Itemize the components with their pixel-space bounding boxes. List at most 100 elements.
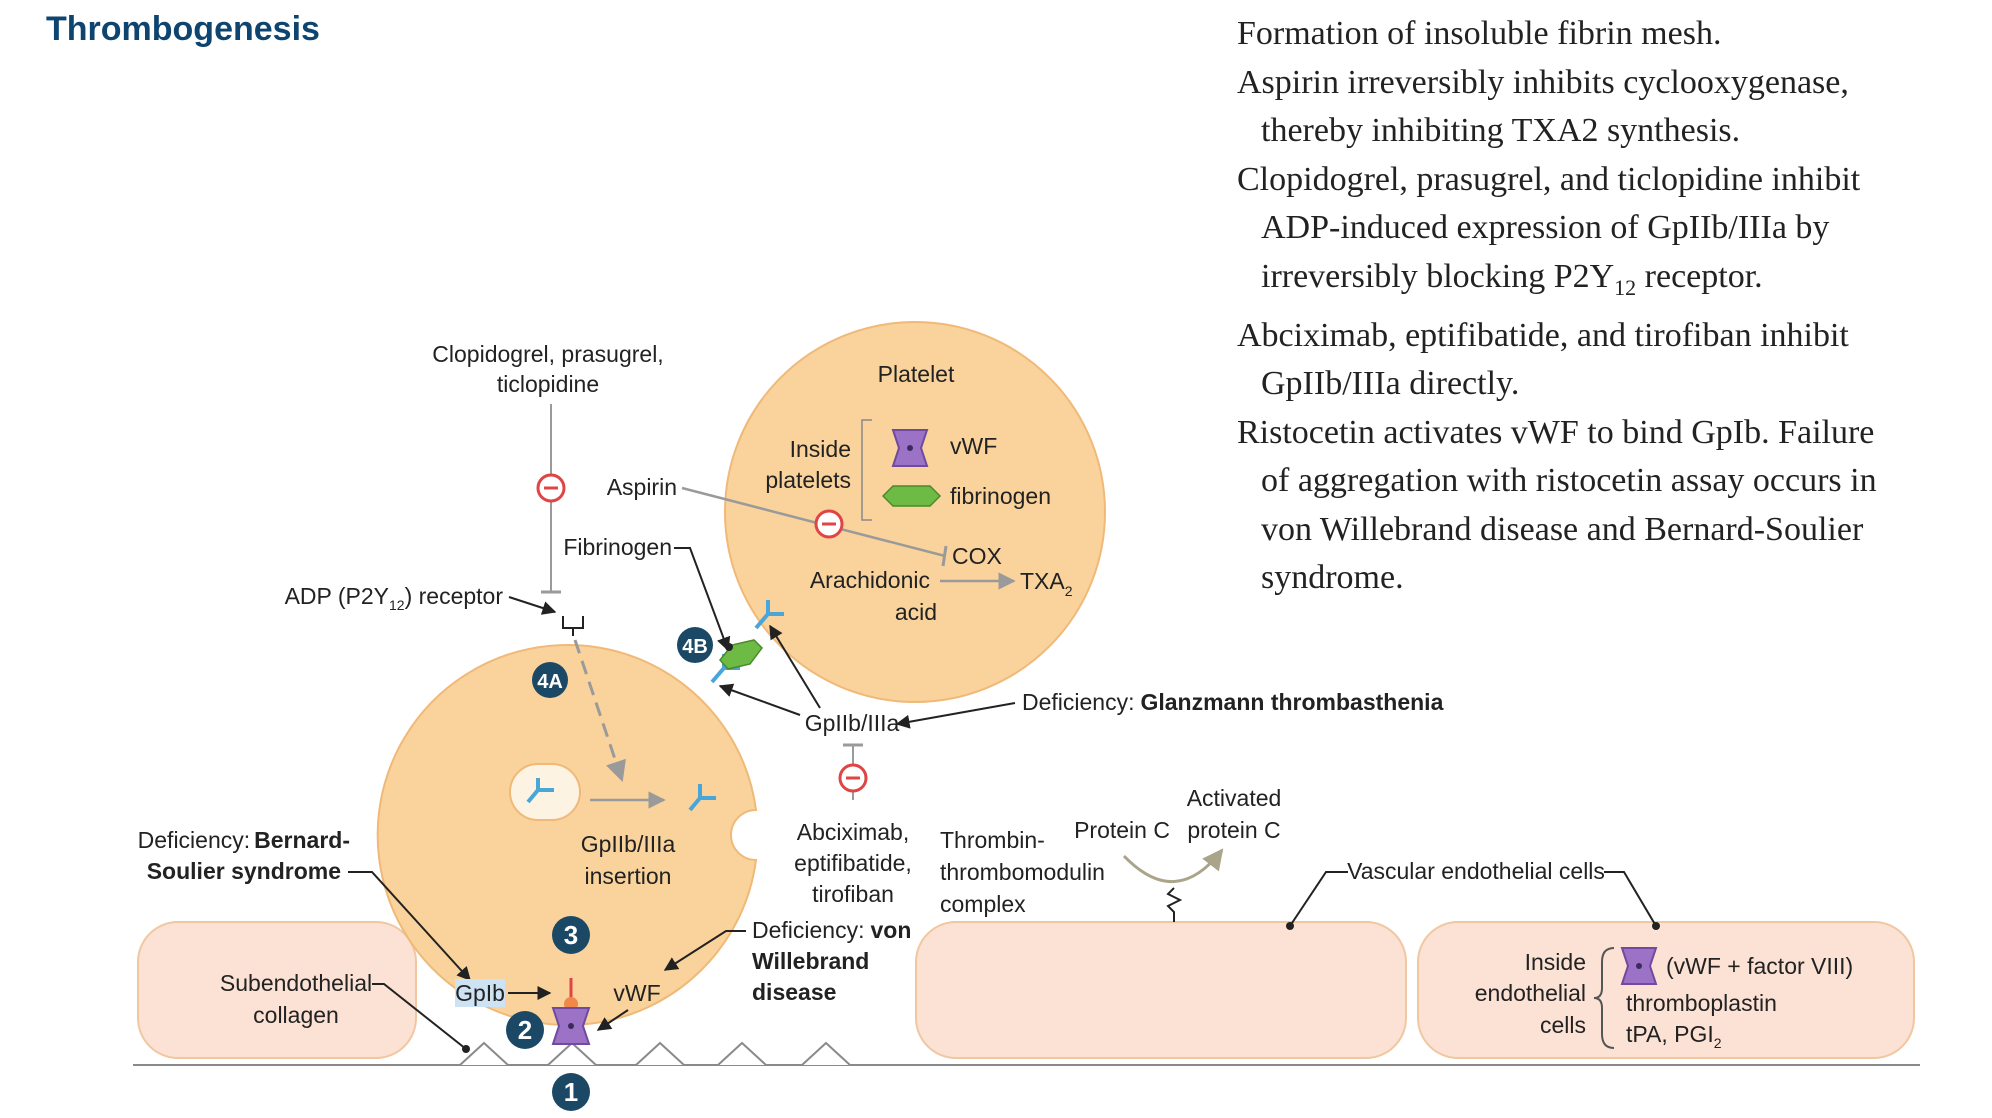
- step-badge-3-label: 3: [564, 920, 578, 950]
- endothelial-cell-right: [1417, 921, 1915, 1059]
- thrombin-label: Thrombin-: [940, 827, 1045, 853]
- tpa-pgi-label: tPA, PGI2: [1626, 1021, 1722, 1051]
- adp-pointer: [508, 596, 557, 615]
- step-badge-4a: [532, 662, 568, 698]
- inhibit-icon: [536, 473, 566, 503]
- activated-protein-c-label: protein C: [1187, 817, 1280, 843]
- arachidonic-label: acid: [895, 599, 937, 625]
- vwf-icon: [891, 429, 929, 467]
- glanzmann-label: Glanzmann thrombasthenia: [1140, 689, 1443, 715]
- tpa-subscript: 2: [1714, 1035, 1722, 1051]
- inside-endothelial-label: Inside: [1525, 949, 1586, 975]
- thrombomodulin-icon: [1166, 887, 1183, 922]
- note-line: thereby inhibiting TXA2 synthesis.: [1261, 112, 1741, 149]
- vwf-icon: [551, 1007, 591, 1045]
- subendothelial-collagen-cell: [137, 921, 417, 1059]
- step-badge-1: [552, 1073, 590, 1111]
- step-badge-2-label: 2: [518, 1015, 532, 1045]
- abciximab-label: tirofiban: [812, 881, 894, 907]
- note-line: syndrome.: [1261, 559, 1404, 597]
- note-line: irreversibly blocking P2Y12 receptor.: [1237, 253, 1967, 312]
- note-text: receptor.: [1636, 257, 1763, 295]
- collagen-triangle: [547, 1041, 597, 1066]
- activated-protein-c-label: Activated: [1187, 785, 1282, 811]
- txa2-subscript: 2: [1065, 583, 1073, 599]
- collagen-triangle: [635, 1041, 685, 1066]
- vwd-deficiency: Deficiency:von: [752, 917, 911, 943]
- adp-text: ADP (P2Y: [285, 583, 389, 609]
- subendothelial-label: Subendothelial: [220, 970, 372, 996]
- fibrinogen-label: Fibrinogen: [563, 534, 672, 560]
- bernard-soulier-label: Deficiency:Bernard-: [138, 827, 350, 853]
- activated-platelet-cell: [376, 644, 758, 1026]
- note-line: Formation of insoluble fibrin mesh.: [1237, 15, 1722, 52]
- gpiib-to-4b-arrow: [718, 683, 801, 716]
- note-line: GpIIb/IIIa directly.: [1261, 365, 1520, 403]
- insertion-label: insertion: [585, 863, 672, 889]
- txa2-text: TXA: [1020, 568, 1065, 594]
- deficiency-prefix: Deficiency:: [138, 827, 250, 853]
- clopidogrel-label: ticlopidine: [497, 371, 599, 397]
- insertion-label: GpIIb/IIIa: [581, 831, 676, 857]
- gpiib-iiia-label: GpIIb/IIIa: [805, 710, 900, 736]
- vwd-name: Willebrand: [752, 948, 869, 974]
- vwf-label: vWF: [613, 980, 660, 1006]
- platelet-cell: [724, 321, 1106, 703]
- aspirin-inhibit-bar: [941, 545, 948, 567]
- abciximab-label: Abciximab,: [797, 819, 909, 845]
- vwf-inner-label: vWF: [950, 433, 997, 459]
- deficiency-prefix: Deficiency:: [1022, 689, 1134, 715]
- thromboplastin-label: thromboplastin: [1626, 990, 1777, 1016]
- step-badge-3: [552, 916, 590, 954]
- fibrinogen-pointer-dot: [725, 643, 733, 651]
- inside-platelets-label: Inside: [790, 436, 851, 462]
- fibrinogen-inner-label: fibrinogen: [950, 483, 1051, 509]
- note-subscript: 12: [1614, 274, 1637, 300]
- collagen-triangle: [801, 1041, 851, 1066]
- vwf-factor-label: (vWF + factor VIII): [1666, 953, 1853, 979]
- notes-panel: Formation of insoluble fibrin mesh. Aspi…: [1237, 10, 1967, 603]
- note-line: ADP-induced expression of GpIIb/IIIa by: [1261, 209, 1830, 246]
- note-line: of aggregation with ristocetin assay occ…: [1261, 462, 1877, 500]
- vascular-endothelial-label: Vascular endothelial cells: [1347, 858, 1605, 884]
- vascular-pointer-right: [1604, 871, 1657, 927]
- adp-text: ) receptor: [405, 583, 504, 609]
- cox-label: COX: [952, 543, 1002, 569]
- gpiib-receptor-icon: [526, 778, 554, 804]
- subendothelial-label: collagen: [253, 1002, 339, 1028]
- platelet-label: Platelet: [878, 361, 955, 387]
- note-line: Abciximab, eptifibatide, and tirofiban i…: [1237, 316, 1849, 354]
- bracket: [861, 419, 872, 521]
- abciximab-label: eptifibatide,: [794, 850, 912, 876]
- step-badge-4a-label: 4A: [537, 671, 563, 693]
- step-badge-2: [506, 1011, 544, 1049]
- bernard-soulier-name: Bernard-: [254, 827, 350, 853]
- endothelial-cell: [915, 921, 1407, 1059]
- inhibit-icon: [814, 509, 844, 539]
- step-badge-4b: [677, 627, 713, 663]
- gpib-label: GpIb: [455, 980, 505, 1006]
- adp-receptor-icon: [562, 616, 584, 636]
- gpiib-receptor-icon: [754, 600, 784, 630]
- vascular-pointer-left: [1289, 871, 1348, 927]
- subendothelial-pointer: [372, 983, 467, 1050]
- collagen-triangle: [459, 1041, 509, 1066]
- inhibit-icon: [838, 763, 868, 793]
- protein-c-label: Protein C: [1074, 817, 1170, 843]
- collagen-triangle: [717, 1041, 767, 1066]
- note-line: Aspirin irreversibly inhibits cyclooxyge…: [1237, 63, 1849, 101]
- aspirin-inhibit-line: [681, 486, 946, 558]
- collagen-fibers: [459, 1041, 851, 1066]
- gpiib-to-platelet-arrow: [769, 624, 821, 709]
- glanzmann-deficiency: Deficiency:Glanzmann thrombasthenia: [1022, 689, 1444, 715]
- adp-receptor-label: ADP (P2Y12) receptor: [285, 583, 504, 613]
- note-line: Ristocetin activates vWF to bind GpIb. F…: [1237, 413, 1875, 451]
- gpiib-receptor-icon: [688, 784, 716, 812]
- fibrinogen-icon: [881, 485, 942, 507]
- note-text: irreversibly blocking P2Y: [1261, 257, 1615, 295]
- txa2-label: TXA2: [1020, 568, 1073, 599]
- bernard-soulier-name: Soulier syndrome: [147, 858, 341, 884]
- vwd-pointer: [663, 930, 746, 971]
- clopidogrel-label: Clopidogrel, prasugrel,: [432, 341, 663, 367]
